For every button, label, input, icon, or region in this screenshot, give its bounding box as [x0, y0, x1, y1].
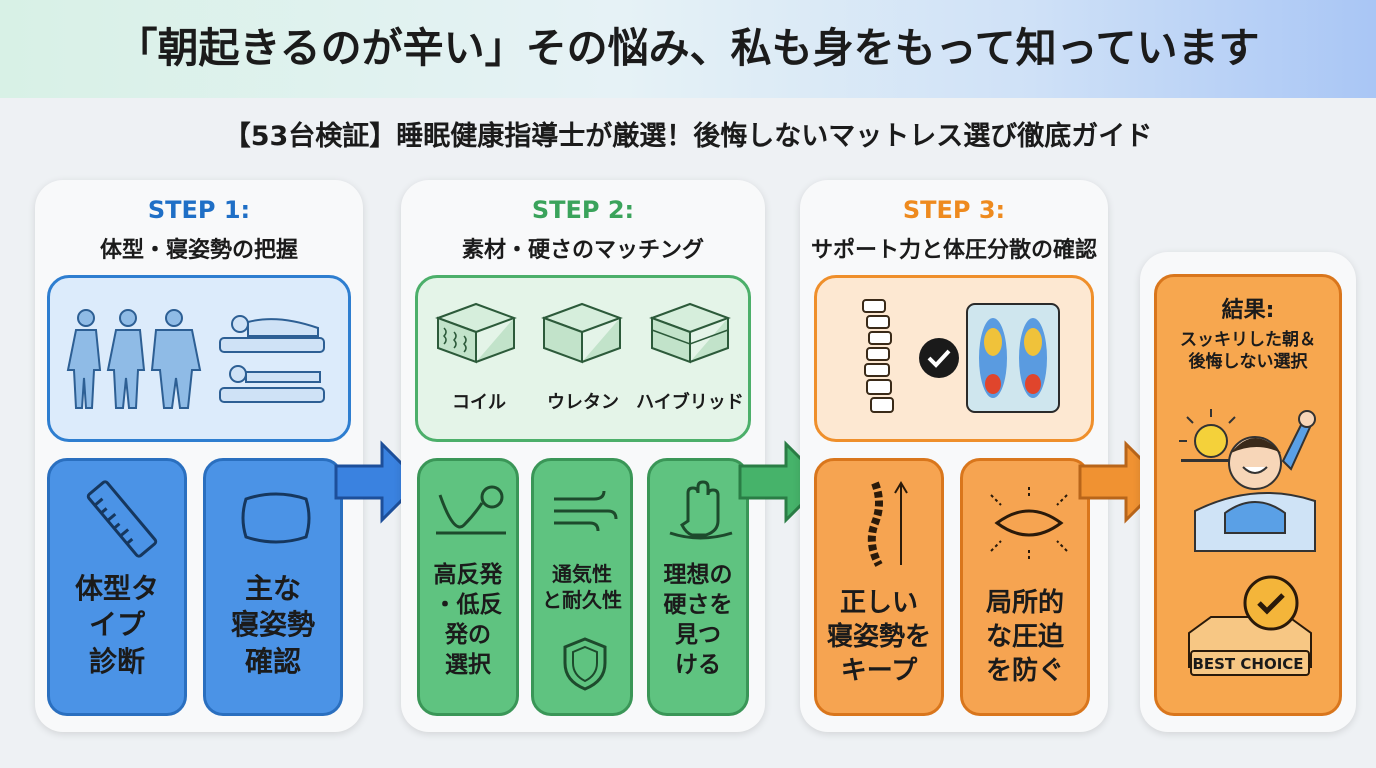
happy-person-icon: [1179, 409, 1316, 552]
result-desc: スッキリした朝＆ 後悔しない選択: [1180, 330, 1316, 373]
header-banner: [0, 0, 1376, 98]
urethane-mattress-icon: [541, 302, 623, 364]
pressure-tile: 局所的 な圧迫 を防ぐ: [960, 458, 1090, 716]
pillow-icon: [241, 492, 311, 544]
posture-tile: 正しい 寝姿勢を キープ: [814, 458, 944, 716]
bounce-ball-icon: [436, 485, 506, 535]
step3-label: STEP 3:: [902, 196, 1006, 224]
coil-label: コイル: [452, 392, 506, 413]
pressure-label: 局所的 な圧迫 を防ぐ: [985, 588, 1064, 686]
result-panel: 結果: スッキリした朝＆ 後悔しない選択 BEST CHOICE: [1154, 274, 1342, 716]
ruler-icon: [86, 480, 158, 558]
step3-desc: サポート力と体圧分散の確認: [810, 238, 1097, 263]
firmness-tile: 理想の 硬さを 見つ ける: [647, 458, 749, 716]
hand-press-icon: [669, 480, 733, 540]
best-choice-badge-icon: [1188, 575, 1312, 676]
posture-label: 正しい 寝姿勢を キープ: [826, 588, 931, 686]
pressure-map-icon: [966, 303, 1060, 413]
firmness-label: 理想の 硬さを 見つ ける: [663, 562, 733, 678]
rebound-label: 高反発 ・低反 発の 選択: [433, 562, 503, 678]
sleep-posture-tile: 主な 寝姿勢 確認: [203, 458, 343, 716]
breathability-label: 通気性 と耐久性: [542, 562, 622, 612]
best-choice-label: BEST CHOICE: [1192, 655, 1304, 673]
result-title: 結果:: [1221, 298, 1275, 323]
result-card: 結果: スッキリした朝＆ 後悔しない選択 BEST CHOICE: [1140, 252, 1356, 732]
urethane-label: ウレタン: [547, 392, 619, 413]
step1-card: STEP 1: 体型・寝姿勢の把握 体型タ イプ 診断: [35, 180, 363, 732]
airflow-icon: [554, 490, 618, 532]
breathability-tile: 通気性 と耐久性: [531, 458, 633, 716]
check-circle-icon: [919, 338, 959, 378]
sleep-posture-label: 主な 寝姿勢 確認: [230, 572, 315, 678]
sleeping-positions-icon: [219, 315, 325, 403]
step2-desc: 素材・硬さのマッチング: [461, 238, 704, 263]
page-title: 「朝起きるのが辛い」その悩み、私も身をもって知っています: [116, 24, 1260, 72]
pressure-point-icon: [990, 487, 1068, 559]
hybrid-label: ハイブリッド: [636, 392, 744, 413]
coil-mattress-icon: [435, 302, 517, 364]
step2-card: STEP 2: 素材・硬さのマッチング コイル ウレタン ハイブリッド 高反発 …: [401, 180, 765, 732]
step1-desc: 体型・寝姿勢の把握: [99, 238, 298, 263]
rebound-tile: 高反発 ・低反 発の 選択: [417, 458, 519, 716]
spine-arrow-icon: [867, 481, 908, 567]
spine-icon: [862, 299, 894, 413]
body-type-panel: [47, 275, 351, 442]
step2-label: STEP 2:: [531, 196, 635, 224]
hybrid-mattress-icon: [649, 302, 731, 364]
shield-icon: [563, 637, 607, 691]
materials-panel: コイル ウレタン ハイブリッド: [415, 275, 751, 442]
body-type-label: 体型タ イプ 診断: [74, 572, 159, 678]
body-type-tile: 体型タ イプ 診断: [47, 458, 187, 716]
step3-card: STEP 3: サポート力と体圧分散の確認 正しい 寝姿勢を キープ: [800, 180, 1108, 732]
page-subtitle: 【53台検証】睡眠健康指導士が厳選！後悔しないマットレス選び徹底ガイド: [223, 121, 1153, 152]
support-panel: [814, 275, 1094, 442]
body-figures-icon: [66, 309, 202, 409]
step1-label: STEP 1:: [147, 196, 251, 224]
